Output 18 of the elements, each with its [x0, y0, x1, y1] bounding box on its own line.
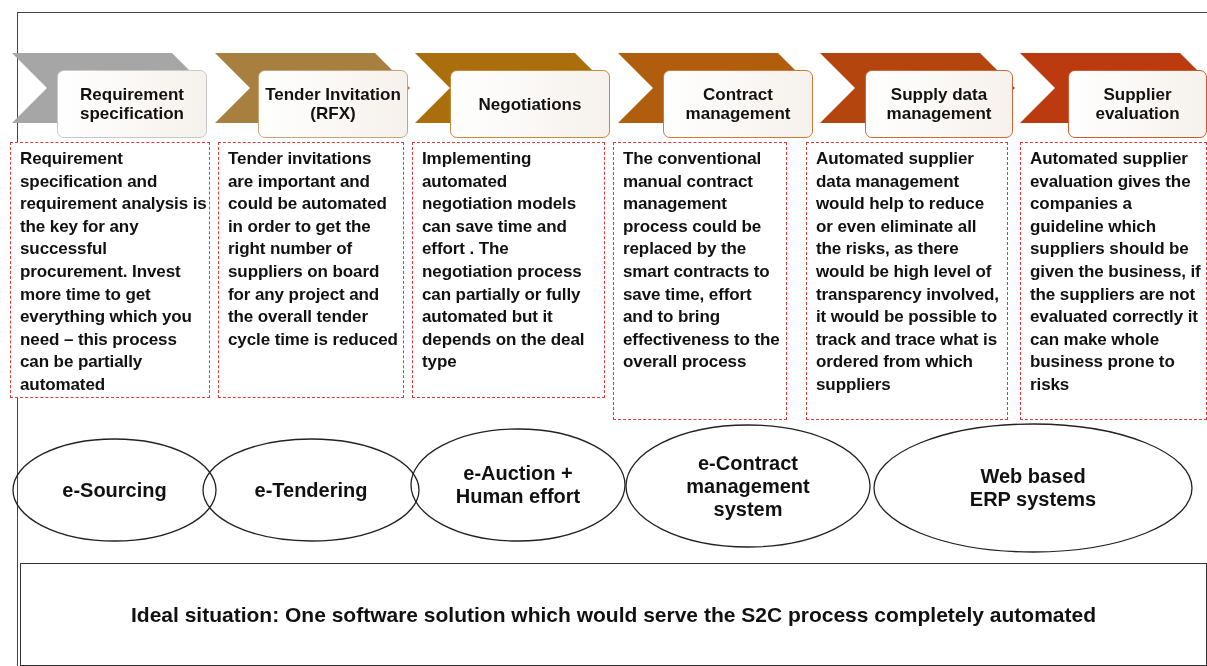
description-box: Automated supplier evaluation gives the companies a guideline which suppliers should be given the business, if the suppliers are not evaluated correctly it can make whole business prone to risks [1020, 142, 1207, 420]
description-box: Tender invitations are important and could be automated in order to get the right number of suppliers on board for any project and the overall tender cycle time is reduced [218, 142, 404, 398]
tool-name: e-Sourcing [62, 478, 167, 502]
step-heading-box: Supply data management [865, 70, 1013, 138]
step-heading-box: Contract management [663, 70, 813, 138]
step-heading-box: Supplier evaluation [1068, 70, 1207, 138]
step-heading-box: Negotiations [450, 70, 610, 138]
step-heading-box: Requirement specification [57, 70, 207, 138]
description-box: Requirement specification and requirement analysis is the key for any successful procurement. Invest more time to get everything which you need – this process can be partially automated [10, 142, 210, 398]
description-box: Automated supplier data management would help to reduce or even eliminate all the risks, as there would be high level of transparency involved, it would be possible to track and trace what is ordered from which suppliers [806, 142, 1008, 420]
step-heading-box: Tender Invitation (RFX) [258, 70, 408, 138]
description-box: Implementing automated negotiation models can save time and effort . The negotiation process can partially or fully automated but it depends on the deal type [412, 142, 605, 398]
summary-box: Ideal situation: One software solution which would serve the S2C process completely automated [20, 563, 1207, 666]
tool-name: e-Tendering [254, 478, 368, 502]
tool-name: Web based ERP systems [968, 465, 1098, 511]
tool-name: e-Auction + Human effort [454, 462, 582, 508]
description-box: The conventional manual contract management process could be replaced by the smart contracts to save time, effort and to bring effectiveness to the overall process [613, 142, 787, 420]
tool-name: e-Contract management system [685, 451, 811, 521]
